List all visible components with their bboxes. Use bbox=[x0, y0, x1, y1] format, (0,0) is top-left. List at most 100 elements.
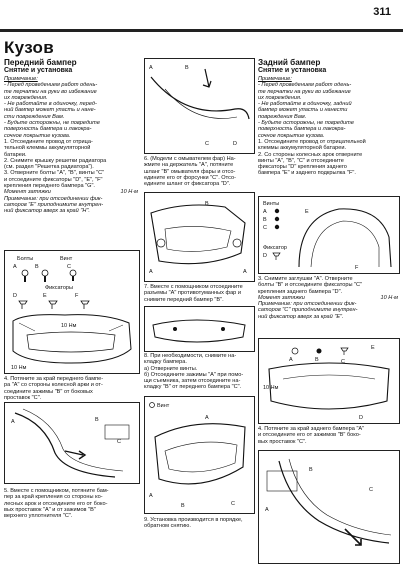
middle-step6: 6. (Модели с омывателем фар) Нa- жмите н… bbox=[144, 156, 253, 187]
spacer-drawing bbox=[22, 408, 124, 472]
step-line: крепления переднего бампера "G". bbox=[4, 183, 95, 190]
step-line: 6. (Модели с омывателем фар) Нa- bbox=[144, 156, 236, 162]
step-line: жмите на держатель "A", потяните bbox=[144, 162, 234, 169]
fig-label-a: A bbox=[243, 269, 247, 275]
fig-label-a: A bbox=[265, 507, 269, 513]
screw-icon bbox=[173, 327, 177, 331]
step-line: соедините зажимы "B" от боковых bbox=[4, 388, 93, 395]
fig-label-b: B bbox=[181, 503, 185, 509]
step-line: щи съемника, затем отсоедините на- bbox=[144, 378, 241, 385]
fog-light-connector-icon bbox=[156, 238, 166, 248]
fig-label-d: D bbox=[13, 293, 17, 299]
wheel-arch-drawing bbox=[298, 208, 392, 268]
step-line: 8. При необходимости, снимите на- bbox=[144, 353, 237, 359]
note-head: Примечание: bbox=[258, 76, 292, 82]
fig-label-a: A bbox=[11, 419, 15, 425]
side-spacer-drawing bbox=[288, 458, 392, 536]
torque-value: 10 Н·м bbox=[380, 294, 398, 301]
header-rule bbox=[0, 29, 403, 32]
torque-row: Момент затяжки 10 Н·м bbox=[258, 295, 398, 301]
step-line: едините шланг от фиксатора "D". bbox=[144, 181, 231, 188]
bumper-trim-drawing bbox=[164, 441, 238, 473]
fig-label-a: A bbox=[149, 269, 153, 275]
step-line: 7. Вместе с помощником отсоедините bbox=[144, 284, 243, 290]
step-line: снимите передний бампер "B". bbox=[144, 296, 224, 303]
screw-icon bbox=[149, 402, 155, 408]
screw-icon bbox=[274, 208, 280, 214]
step-line: винты "A", "B", "C" и отсоедините bbox=[258, 157, 344, 164]
hose-drawing bbox=[164, 88, 238, 119]
fig-label-c: C bbox=[117, 439, 121, 445]
fig-label-b: B bbox=[185, 65, 189, 71]
fog-light-connector-icon bbox=[232, 238, 242, 248]
note2-line: ний фиксатор вверх за край "H". bbox=[4, 208, 90, 215]
step-line: кладку "B" от переднего бампера "C". bbox=[144, 384, 242, 391]
note-line: те перчатки на руки во избежание bbox=[258, 88, 351, 95]
step-line: 9. Установка производится в порядке, bbox=[144, 517, 243, 523]
front-bumper-subtitle: Снятие и установка bbox=[4, 67, 73, 74]
page-number: 311 bbox=[373, 6, 391, 18]
step-line: 2. Снимите крышку решетки радиатора bbox=[4, 157, 107, 164]
fig-label-a: A bbox=[149, 493, 153, 499]
fig-label-c: C bbox=[205, 141, 209, 147]
fixator-label: Фиксатор bbox=[263, 245, 287, 251]
screw-icon bbox=[274, 224, 280, 230]
step-line: тельной клеммы аккумуляторной bbox=[4, 145, 91, 152]
step-line: проставок "C". bbox=[4, 394, 42, 401]
note-line: их повреждения. bbox=[258, 94, 302, 101]
step-line: а) Отверните винты. bbox=[144, 365, 198, 372]
rear-bumper-title: Задний бампер bbox=[258, 58, 321, 67]
fig-label-e: E bbox=[305, 209, 309, 215]
fig-label-d: D bbox=[263, 253, 267, 259]
right-column: Задний бампер Снятие и установка Примеча… bbox=[258, 58, 398, 177]
step-line: 4. Потяните за край заднего бампера "A" bbox=[258, 426, 365, 432]
fig-label-b: B bbox=[315, 357, 319, 363]
note2-line: саторов "E" приподнимите внутрен- bbox=[4, 201, 104, 208]
fender-liner-drawing bbox=[310, 220, 380, 268]
rear-bumper-figure: A B C E D 10 Нм bbox=[258, 338, 400, 424]
note-line: бампер может упасть и нанести bbox=[258, 107, 348, 114]
headlight-washer-figure: A B C D bbox=[144, 58, 255, 154]
note-line: - Будьте осторожны, не повредите bbox=[258, 120, 354, 127]
middle-step9: 9. Установка производится в порядке, обр… bbox=[144, 517, 253, 530]
left-step4: 4. Потяните за край переднего бампе- ра … bbox=[4, 376, 138, 401]
fig-label-e: E bbox=[371, 345, 375, 351]
step-line: вых проставок "A" и от зажимов "B" bbox=[4, 506, 96, 513]
step-line: обратном снятию. bbox=[144, 523, 191, 530]
note2-line: Примечание: при отсоединении фик- bbox=[4, 195, 103, 202]
note-line: те перчатки на руки во избежание bbox=[4, 88, 97, 95]
middle-step7: 7. Вместе с помощником отсоедините разъе… bbox=[144, 284, 253, 303]
note-line: ний бампер может упасть и нане- bbox=[4, 107, 96, 114]
bumper-edge-drawing bbox=[14, 412, 116, 478]
fixators-label: Фиксаторы bbox=[45, 285, 73, 291]
fixator-icon bbox=[48, 300, 58, 309]
fig-label-e: E bbox=[43, 293, 47, 299]
rear-bumper-drawing bbox=[268, 362, 390, 410]
fig-label-a: A bbox=[289, 357, 293, 363]
left-column: Передний бампер Снятие и установка Приме… bbox=[4, 58, 138, 215]
step-line: (см. раздел "Решетка радиатора"). bbox=[4, 164, 94, 171]
torque-value: 10 Н·м bbox=[120, 189, 138, 196]
torque-label-fig: 10 Нм bbox=[61, 323, 77, 329]
fig-label-a: A bbox=[205, 415, 209, 421]
step-line: кладку бампера. bbox=[144, 359, 187, 366]
step-line: верхнего уплотнителя "C". bbox=[4, 513, 73, 520]
screw-label: Винт bbox=[157, 403, 170, 409]
step-line: 1. Отсоедините провод от отрица- bbox=[4, 138, 93, 145]
grille-opening-drawing bbox=[164, 226, 232, 252]
bumper-cover-drawing bbox=[152, 319, 246, 343]
screw-label: Винт bbox=[60, 256, 73, 262]
fixator-icon bbox=[80, 300, 90, 309]
screws-label: Винты bbox=[263, 201, 279, 207]
step-line: лесных арок и отсоедините его от боко- bbox=[4, 500, 108, 507]
step-line: болты "B" и отсоедините фиксаторы "C" bbox=[258, 282, 363, 289]
rear-wheel-arch-figure: Винты A B C Фиксатор D E F bbox=[258, 196, 400, 274]
note-line: повреждения Вам. bbox=[258, 113, 307, 120]
torque-label-fig: 10 Нм bbox=[263, 385, 279, 391]
torque-row: Момент затяжки 10 Н·м bbox=[4, 189, 138, 195]
screw-icon bbox=[221, 327, 225, 331]
section-title: Кузов bbox=[4, 38, 54, 57]
step-line: б) Отсоедините зажимы "A" при помо- bbox=[144, 371, 244, 378]
step-line: и отсоедините его от зажимов "B" боко- bbox=[258, 432, 361, 439]
wheel-arch-clip-figure: A B C bbox=[4, 402, 140, 484]
